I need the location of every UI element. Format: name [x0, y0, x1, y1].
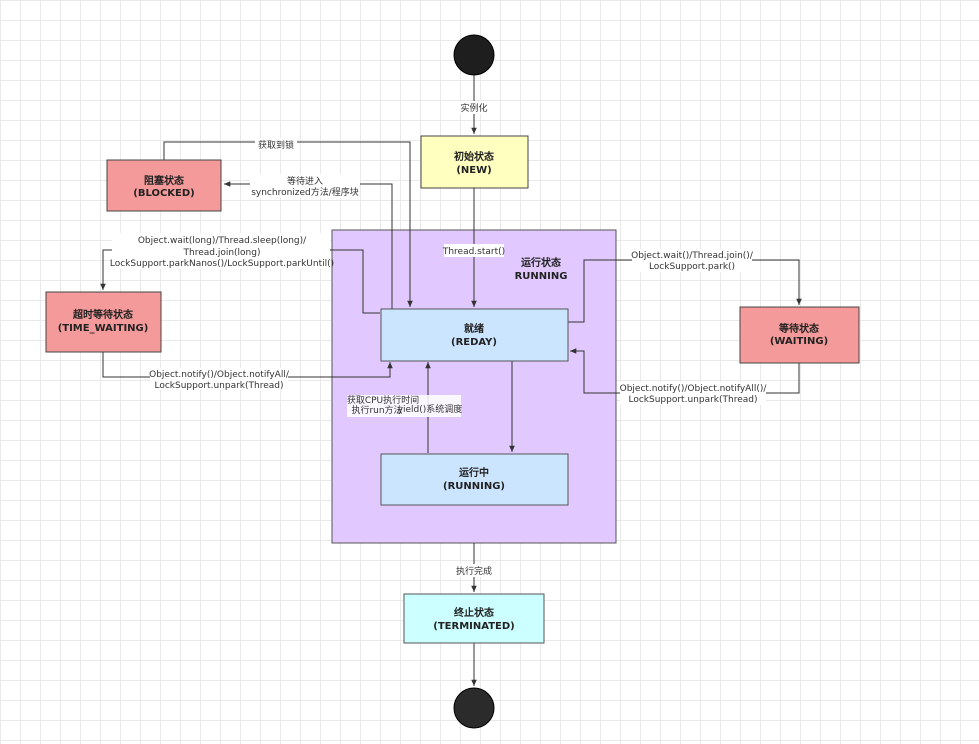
running-group-subtitle: RUNNING	[515, 271, 568, 282]
edge-wait	[568, 259, 802, 323]
node-blocked-title: 阻塞状态	[144, 174, 184, 187]
label-timed-notify-1: Object.notify()/Object.notifyAll/	[149, 370, 290, 380]
edge-labels: 实例化 Thread.start() 获取到锁 等待进入 synchronize…	[110, 101, 767, 577]
node-waiting-subtitle: (WAITING)	[770, 336, 828, 347]
label-wait-sync-2: synchronized方法/程序块	[251, 186, 359, 198]
label-timed-wait-2: Thread.join(long)	[183, 248, 261, 258]
label-instantiate: 实例化	[460, 102, 487, 114]
node-ready: 就绪 (REDAY)	[380, 308, 569, 362]
edge-notify	[570, 348, 800, 394]
node-running-title: 运行中	[459, 466, 489, 479]
node-blocked-subtitle: (BLOCKED)	[133, 188, 195, 199]
node-terminated: 终止状态 (TERMINATED)	[403, 593, 545, 644]
label-notify-2: LockSupport.unpark(Thread)	[628, 395, 757, 405]
label-cpu-1: 获取CPU执行时间	[347, 394, 419, 406]
node-new-title: 初始状态	[454, 150, 494, 163]
node-ready-subtitle: (REDAY)	[451, 337, 497, 348]
running-group-title: 运行状态	[521, 256, 561, 269]
label-wait-sync-1: 等待进入	[287, 175, 323, 187]
node-timed-waiting: 超时等待状态 (TIME_WAITING)	[45, 291, 162, 353]
node-blocked: 阻塞状态 (BLOCKED)	[106, 159, 222, 212]
node-timed-waiting-title: 超时等待状态	[72, 308, 133, 321]
node-running: 运行中 (RUNNING)	[380, 453, 569, 506]
node-terminated-subtitle: (TERMINATED)	[433, 621, 514, 632]
node-terminated-title: 终止状态	[454, 606, 494, 619]
edge-timed-wait	[100, 249, 380, 314]
label-thread-start: Thread.start()	[442, 247, 505, 257]
node-waiting: 等待状态 (WAITING)	[739, 306, 860, 364]
label-wait-1: Object.wait()/Thread.join()/	[631, 251, 754, 261]
label-cpu-2: 执行run方法	[351, 404, 402, 416]
start-node	[453, 34, 495, 76]
label-timed-wait-3: LockSupport.parkNanos()/LockSupport.park…	[110, 259, 334, 269]
node-timed-waiting-subtitle: (TIME_WAITING)	[58, 323, 149, 334]
node-running-subtitle: (RUNNING)	[443, 481, 505, 492]
label-yield: yield()系统调度	[398, 403, 463, 415]
end-node	[453, 687, 495, 729]
label-finish: 执行完成	[456, 565, 492, 577]
node-new: 初始状态 (NEW)	[420, 135, 529, 189]
label-notify-1: Object.notify()/Object.notifyAll()/	[620, 384, 768, 394]
node-new-subtitle: (NEW)	[456, 165, 491, 176]
label-timed-wait-1: Object.wait(long)/Thread.sleep(long)/	[138, 236, 307, 246]
node-waiting-title: 等待状态	[779, 322, 819, 335]
label-wait-2: LockSupport.park()	[649, 262, 735, 272]
node-ready-title: 就绪	[464, 322, 484, 335]
label-acquire-lock: 获取到锁	[258, 139, 294, 151]
label-timed-notify-2: LockSupport.unpark(Thread)	[154, 381, 283, 391]
